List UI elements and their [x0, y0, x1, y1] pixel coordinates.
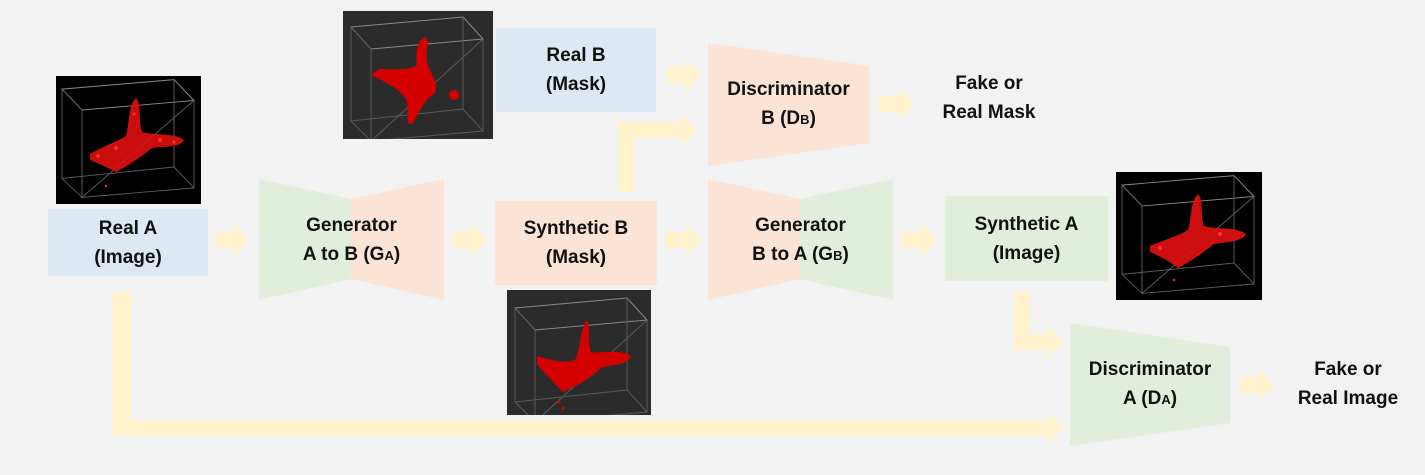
arrow-syna-to-da [1014, 292, 1063, 358]
generator-ba-sublabel: B to A (GB) [752, 244, 849, 265]
arrow-da-to-output [1240, 369, 1275, 401]
generator-ab-left-half [259, 179, 351, 300]
generator-ba-label-block: Generator B to A (GB) [708, 211, 893, 270]
synthetic-b-node: Synthetic B (Mask) [495, 201, 657, 285]
arrow-reala-to-da [113, 292, 1063, 444]
real-b-node: Real B (Mask) [496, 28, 656, 112]
real-b-sublabel: (Mask) [545, 74, 607, 95]
real-a-label: Real A [98, 217, 158, 239]
discriminator-a-label-block: Discriminator A (DA) [1070, 355, 1230, 414]
arrow-gab-to-synb [452, 224, 487, 256]
synthetic-b-mask-render [507, 290, 651, 415]
discriminator-b-sublabel: B (DB) [761, 108, 816, 129]
real-a-sublabel: (Image) [94, 246, 162, 268]
real-b-label: Real B [546, 45, 606, 66]
real-a-volume-render [56, 76, 201, 204]
synthetic-a-sublabel: (Image) [992, 242, 1061, 264]
real-a-node: Real A (Image) [48, 209, 208, 276]
generator-ab-sublabel: A to B (GA) [302, 244, 401, 265]
synthetic-a-label: Synthetic A [974, 213, 1079, 235]
generator-ab-label-block: Generator A to B (GA) [259, 211, 444, 270]
discriminator-a-sublabel: A (DA) [1122, 388, 1178, 409]
arrow-realb-to-db [666, 59, 701, 91]
discriminator-b-label-block: Discriminator B (DB) [708, 75, 869, 134]
output-mask: Fake or Real Mask [922, 69, 1056, 127]
output-image-line1: Fake or [1314, 359, 1382, 380]
arrow-synb-to-db [618, 114, 697, 192]
output-image: Fake or Real Image [1283, 355, 1413, 413]
synthetic-b-label: Synthetic B [523, 218, 629, 239]
discriminator-a-shape [1070, 323, 1230, 446]
arrow-gba-to-syna [902, 224, 937, 256]
synthetic-a-node: Synthetic A (Image) [945, 196, 1108, 281]
real-b-mask-render [343, 11, 493, 139]
discriminator-b-shape [708, 43, 869, 166]
arrow-reala-to-gab [215, 224, 250, 256]
arrows [113, 59, 1275, 444]
generator-ba-right-half [800, 179, 893, 300]
output-mask-line1: Fake or [955, 73, 1023, 94]
generator-ba-label: Generator [755, 215, 846, 236]
generator-ba-left-half [708, 179, 800, 300]
generator-ab-label: Generator [306, 215, 397, 236]
output-image-line2: Real Image [1297, 388, 1399, 409]
synthetic-b-sublabel: (Mask) [545, 247, 607, 268]
discriminator-a-label: Discriminator [1088, 359, 1212, 380]
output-mask-line2: Real Mask [942, 102, 1036, 123]
synthetic-a-volume-render [1116, 172, 1262, 300]
discriminator-b-label: Discriminator [727, 79, 850, 100]
generator-ab-right-half [351, 179, 444, 300]
arrow-synb-to-gba [666, 224, 701, 256]
arrow-db-to-output [879, 88, 914, 120]
